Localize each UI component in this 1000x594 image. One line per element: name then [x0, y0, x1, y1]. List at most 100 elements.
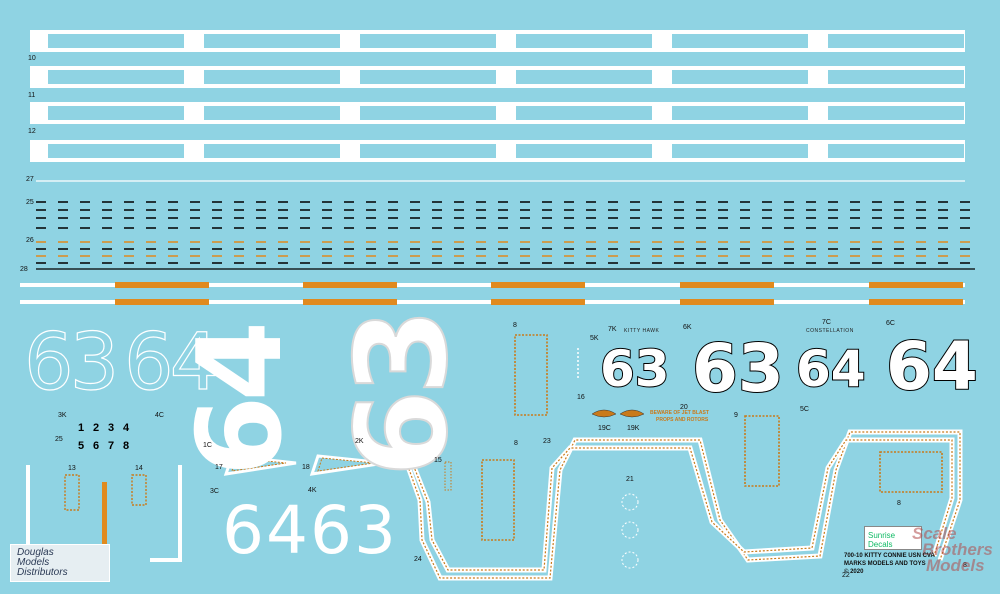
small-num-7: 7	[108, 440, 115, 452]
deck-row-panel	[48, 144, 184, 158]
label-8d: 8	[963, 562, 967, 569]
deck-row-panel	[828, 70, 964, 84]
deck-row-panel	[204, 144, 340, 158]
product-copyright: © 2020	[844, 569, 864, 575]
black-outline-64-small: 64	[795, 339, 867, 399]
orange-bar	[491, 282, 585, 288]
label-24: 24	[414, 556, 422, 563]
white-bracket-right	[150, 465, 182, 562]
deck-row-panel	[828, 34, 964, 48]
hollow-number-64: 64	[123, 317, 219, 408]
product-code-line: 700-10 KITTY CONNIE USN CVA	[844, 553, 935, 559]
deck-row-panel	[204, 34, 340, 48]
deck-row-panel	[48, 106, 184, 120]
label-20: 20	[680, 404, 688, 411]
deck-row-panel	[828, 106, 964, 120]
black-outline-63-large: 63	[691, 329, 785, 408]
orange-dotted-box-3	[481, 459, 515, 541]
label-7C: 7C	[822, 319, 831, 326]
orange-dotted-box-4	[879, 451, 943, 493]
white-wedge-1-dots	[231, 457, 287, 472]
label-9: 9	[734, 412, 738, 419]
label-25b: 25	[55, 436, 63, 443]
row-label-28: 28	[20, 266, 28, 273]
big-vertical-64: 64	[173, 326, 309, 477]
label-22: 22	[842, 572, 850, 579]
orange-bar	[869, 282, 963, 288]
row-label-11: 11	[28, 92, 36, 99]
deck-row-panel	[672, 106, 808, 120]
small-num-8: 8	[123, 440, 130, 452]
label-15: 15	[434, 457, 442, 464]
brand-box: Sunrise Decals	[864, 526, 922, 550]
hollow-number-63: 63	[23, 317, 119, 408]
insignia-wings-2	[619, 409, 645, 418]
orange-bar	[680, 299, 774, 305]
orange-bar	[303, 282, 397, 288]
big-vertical-63: 63	[327, 313, 476, 478]
dash-rows	[36, 201, 975, 270]
deck-row-panel	[516, 70, 652, 84]
product-info: Sunrise Decals Scale Brothers Models 700…	[844, 524, 998, 588]
deck-row-panel	[48, 70, 184, 84]
orange-bar-row	[20, 282, 965, 305]
label-7K: 7K	[608, 326, 617, 333]
row-label-25: 25	[26, 199, 34, 206]
winding-line-left-dots	[404, 431, 961, 579]
logo-line-2: Models	[17, 557, 50, 568]
orange-bar	[869, 299, 963, 305]
orange-dotted-box-2	[744, 415, 780, 487]
label-3K: 3K	[58, 412, 67, 419]
label-19C: 19C	[598, 425, 611, 432]
orange-vertical-stripe	[102, 482, 107, 572]
orange-bar	[491, 299, 585, 305]
orange-dotted-small-2	[131, 474, 147, 506]
label-19K: 19K	[627, 425, 640, 432]
deck-row-panel	[516, 34, 652, 48]
label-5C: 5C	[800, 406, 809, 413]
dashed-circle-1	[621, 493, 639, 511]
dashed-circle-2	[621, 521, 639, 539]
orange-bar	[115, 282, 209, 288]
winding-line-inner-dots	[411, 439, 953, 571]
orange-bar	[303, 299, 397, 305]
label-4K: 4K	[308, 487, 317, 494]
white-wedge-2-dots	[317, 457, 375, 472]
small-num-6: 6	[93, 440, 100, 452]
white-wedge-2	[309, 454, 386, 476]
small-num-2: 2	[93, 422, 100, 434]
orange-dotted-box	[514, 334, 548, 416]
row-label-26: 26	[26, 237, 34, 244]
small-num-1: 1	[78, 422, 85, 434]
deck-row-panel	[672, 144, 808, 158]
orange-bar	[115, 299, 209, 305]
ship-name-kitty-hawk: KITTY HAWK	[624, 328, 660, 334]
row-label-27: 27	[26, 176, 34, 183]
black-outline-63-small: 63	[599, 339, 671, 399]
label-6C: 6C	[886, 320, 895, 327]
watermark-line-3: Models	[926, 556, 985, 575]
distributor-logo: Douglas Models Distributors	[10, 544, 110, 582]
deck-panel-rows	[30, 30, 965, 182]
jet-blast-caption-1: BEWARE OF JET BLAST	[650, 410, 709, 416]
label-8c: 8	[897, 500, 901, 507]
watermark-line-2: Brothers	[922, 540, 993, 559]
orange-bar	[680, 282, 774, 288]
label-16: 16	[577, 394, 585, 401]
deck-row-panel	[360, 34, 496, 48]
label-8a: 8	[513, 322, 517, 329]
deck-row-panel	[360, 106, 496, 120]
deck-row-panel	[360, 70, 496, 84]
label-13: 13	[68, 465, 76, 472]
watermark-line-1: Scale	[912, 524, 957, 543]
label-3C: 3C	[210, 488, 219, 495]
white-wedge-1	[223, 454, 297, 476]
logo-line-1: Douglas	[17, 547, 54, 558]
brand-name: Sunrise Decals	[868, 531, 896, 549]
label-4C: 4C	[155, 412, 164, 419]
dashed-circle-3	[621, 551, 639, 569]
small-num-4: 4	[123, 422, 130, 434]
label-1C: 1C	[203, 442, 212, 449]
